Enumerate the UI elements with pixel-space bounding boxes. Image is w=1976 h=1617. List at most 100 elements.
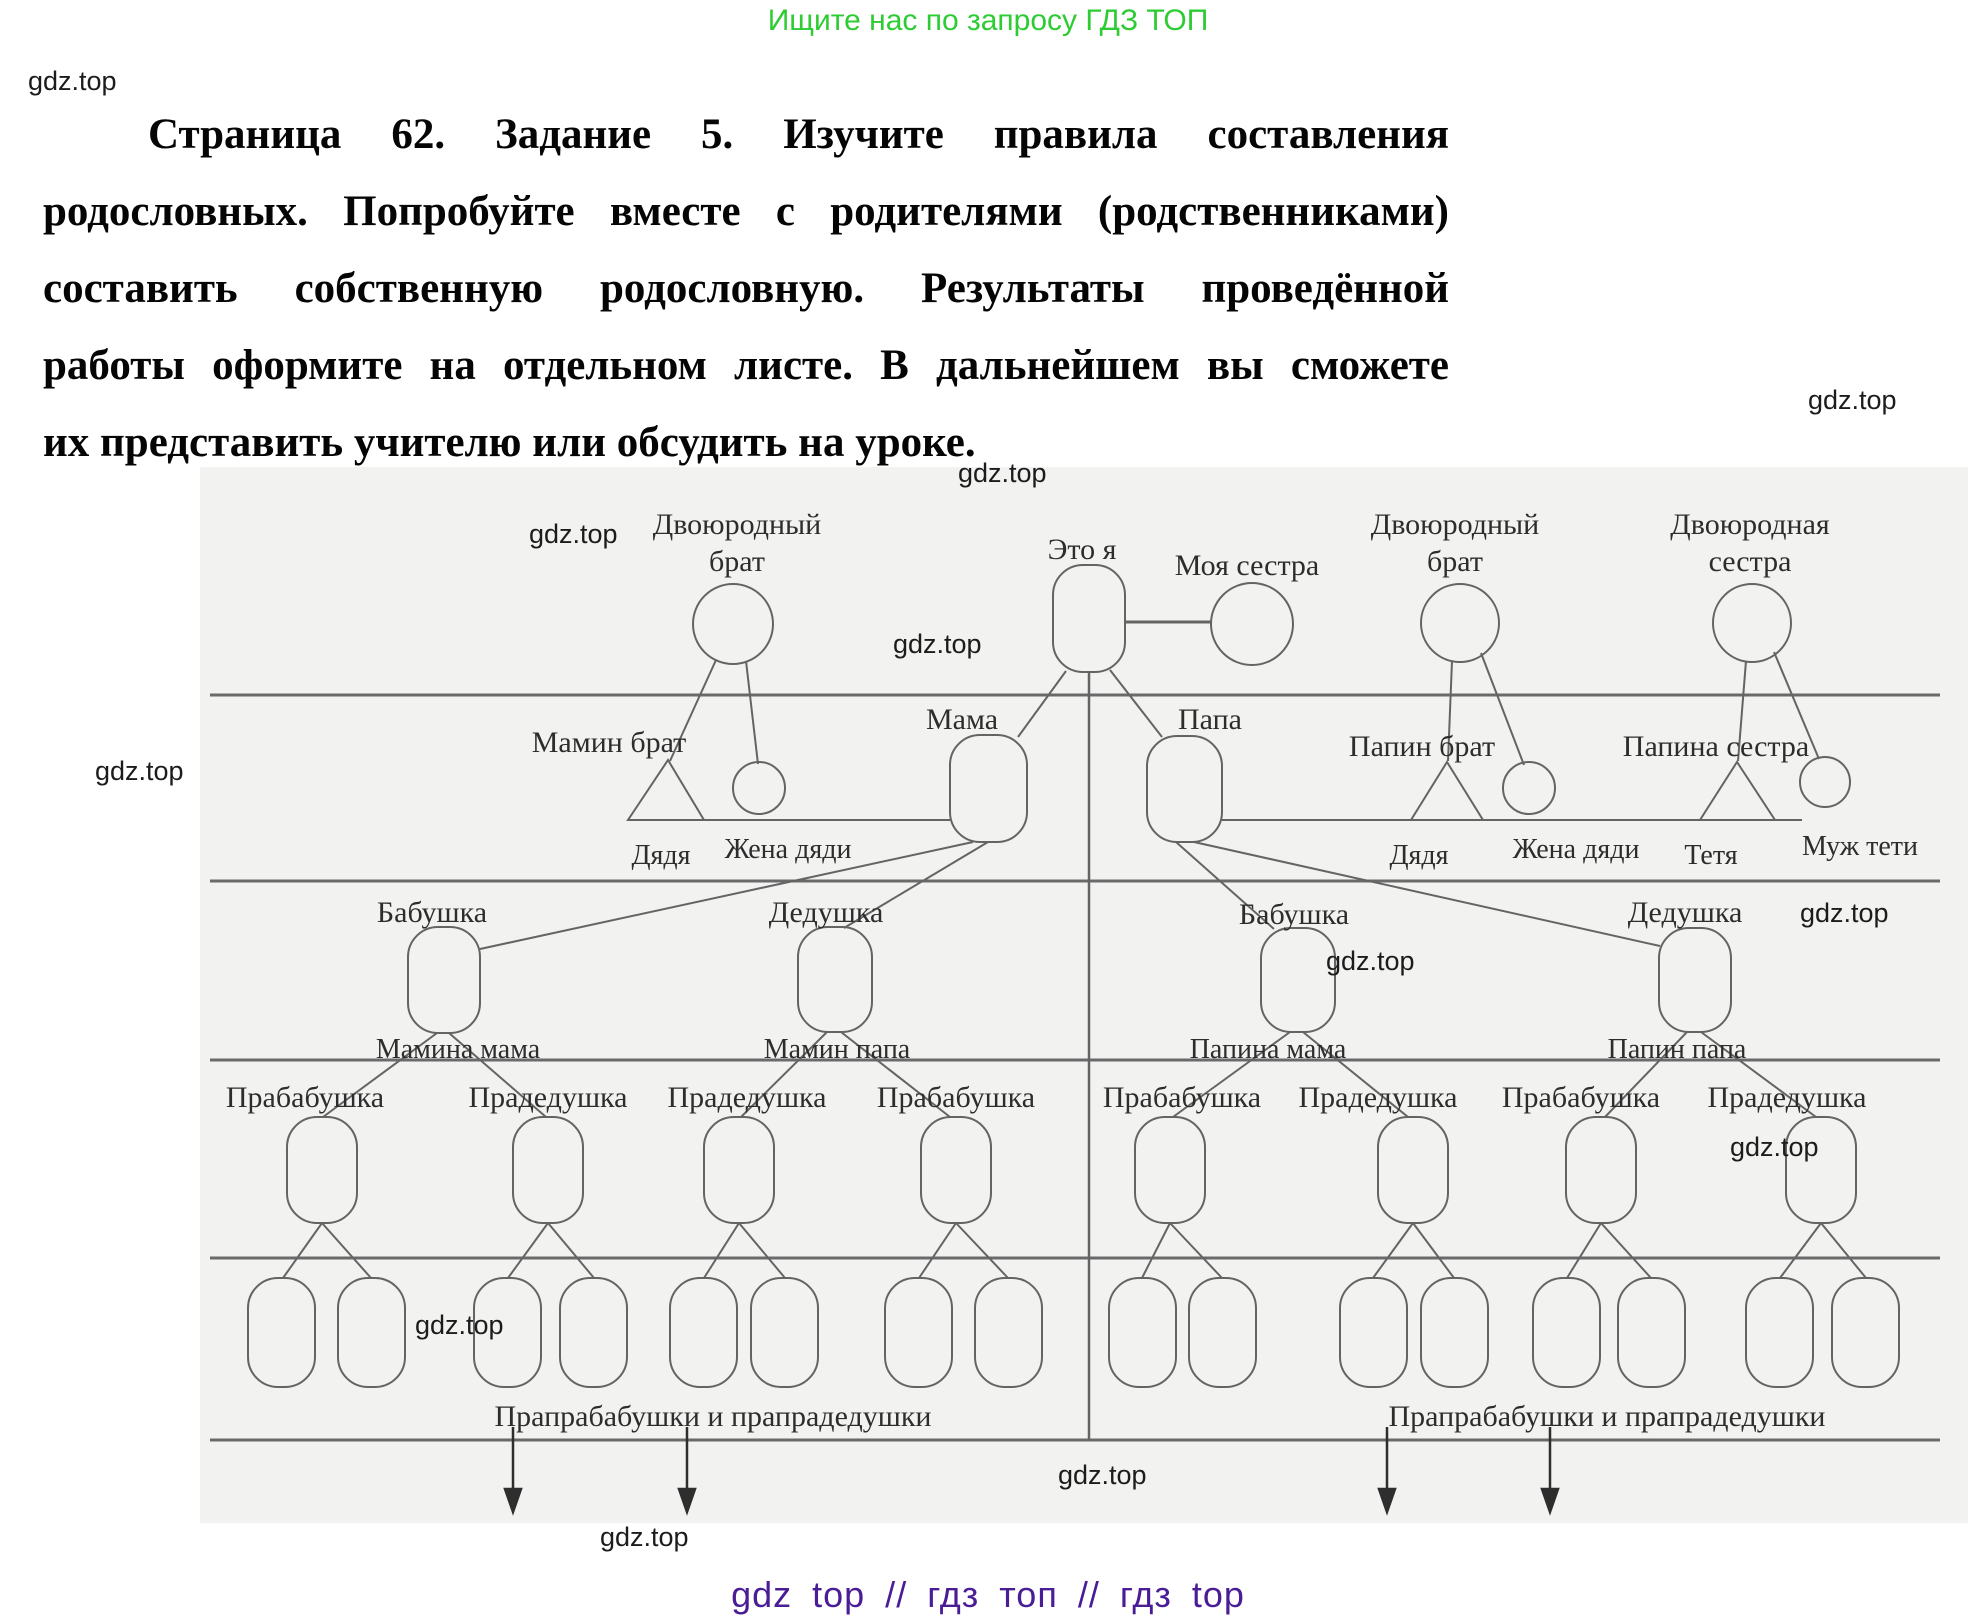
- footer-keywords: gdz top // гдз топ // гдз top: [731, 1574, 1245, 1615]
- person-nodes: [247, 564, 1900, 1388]
- node-great-grandparent: [1377, 1116, 1449, 1224]
- node-great-great-grandparent: [247, 1277, 316, 1388]
- label-moms-brother: Мамин брат: [531, 726, 687, 759]
- node-grandpa-paternal: [1658, 927, 1732, 1033]
- node-great-grandparent: [1565, 1116, 1637, 1224]
- cousin-to-uncle-wife-line: [1480, 652, 1525, 766]
- node-uncle-wife-right: [1502, 761, 1556, 815]
- label-moms-dad: Мамин папа: [763, 1034, 911, 1065]
- watermark: gdz.top: [28, 66, 117, 96]
- mom-to-grandpa-line: [843, 841, 989, 929]
- watermark: gdz.top: [415, 1310, 504, 1340]
- watermark: gdz.top: [958, 458, 1047, 488]
- node-cousin-sister-right: [1712, 583, 1792, 663]
- label-dads-dad: Папин папа: [1607, 1034, 1747, 1065]
- label-great-grandpa: Прадедушка: [1298, 1081, 1458, 1114]
- label-grandpa-maternal: Дедушка: [768, 896, 884, 929]
- ancestor-line: [321, 1222, 372, 1279]
- ancestor-line: [1566, 1222, 1602, 1279]
- watermark: gdz.top: [600, 1522, 689, 1552]
- node-great-grandparent: [703, 1116, 775, 1224]
- node-great-great-grandparent: [750, 1277, 819, 1388]
- label-great-grandma: Прабабушка: [225, 1081, 385, 1114]
- node-me: [1052, 564, 1126, 673]
- node-my-sister: [1210, 582, 1294, 666]
- node-cousin-brother-right: [1420, 583, 1500, 663]
- node-great-great-grandparent: [884, 1277, 953, 1388]
- task-line: их представить учителю или обсудить на у…: [43, 419, 976, 466]
- node-great-great-grandparent: [974, 1277, 1043, 1388]
- down-arrow-icon: [677, 1487, 697, 1516]
- label-uncle-wife-left: Жена дяди: [724, 834, 852, 865]
- node-great-great-grandparent: [669, 1277, 738, 1388]
- label-great-grandpa: Прадедушка: [1707, 1081, 1867, 1114]
- cousin-to-aunt-line: [1737, 660, 1747, 762]
- node-great-great-grandparent: [559, 1277, 628, 1388]
- label-uncle-left: Дядя: [631, 840, 691, 871]
- cousin-to-aunt-husband-line: [1773, 651, 1820, 760]
- node-grandma-maternal: [407, 926, 481, 1034]
- label-cousin-brother-right: Двоюродный брат: [1370, 508, 1540, 578]
- node-aunt: [1698, 760, 1777, 821]
- node-cousin-brother-left: [692, 583, 774, 665]
- ancestor-line: [282, 1222, 323, 1279]
- down-arrow-icon: [503, 1487, 523, 1516]
- label-dad: Папа: [1178, 703, 1242, 736]
- watermark: gdz.top: [1730, 1132, 1819, 1162]
- node-great-great-grandparent: [1745, 1277, 1814, 1388]
- node-aunt-husband: [1799, 756, 1851, 808]
- watermark: gdz.top: [95, 756, 184, 786]
- node-great-great-grandparent: [1617, 1277, 1686, 1388]
- cousin-to-uncle-wife-line: [745, 660, 759, 765]
- dad-to-grandma-line: [1175, 841, 1275, 930]
- node-great-grandparent: [512, 1116, 584, 1224]
- task-line: родословных. Попробуйте вместе с родител…: [43, 188, 1449, 235]
- ancestor-line: [840, 1031, 951, 1118]
- node-uncle-wife-left: [732, 761, 786, 815]
- down-arrow-icon: [1377, 1487, 1397, 1516]
- task-paragraph: Страница 62. Задание 5. Изучите правила …: [43, 96, 1449, 481]
- label-moms-mom: Мамина мама: [375, 1034, 541, 1065]
- promo-header: Ищите нас по запросу ГДЗ ТОП: [767, 4, 1209, 37]
- label-aunt-husband: Муж тети: [1801, 831, 1919, 862]
- ancestor-line: [322, 1032, 438, 1118]
- label-grandpa-paternal: Дедушка: [1627, 896, 1743, 929]
- ancestor-line: [507, 1222, 549, 1279]
- ancestor-line: [918, 1222, 957, 1279]
- label-cousin-brother-left: Двоюродный брат: [652, 508, 822, 578]
- ancestor-line: [1172, 1031, 1291, 1118]
- ancestor-line: [1412, 1222, 1455, 1279]
- me-to-mom-line: [1017, 670, 1067, 738]
- node-great-great-grandparent: [473, 1277, 542, 1388]
- task-line: работы оформите на отдельном листе. В да…: [43, 342, 1449, 389]
- node-great-grandparent: [920, 1116, 992, 1224]
- generation-separator-lines: [210, 693, 1940, 1442]
- node-grandpa-maternal: [797, 926, 873, 1033]
- continue-arrows: [503, 1427, 1560, 1516]
- node-great-great-grandparent: [1532, 1277, 1601, 1388]
- label-grandma-maternal: Бабушка: [376, 896, 488, 929]
- dad-to-grandpa-line: [1193, 841, 1661, 947]
- watermark: gdz.top: [1326, 946, 1415, 976]
- node-great-great-grandparent: [1420, 1277, 1489, 1388]
- node-great-great-grandparent: [1831, 1277, 1900, 1388]
- label-grandma-paternal: Бабушка: [1238, 898, 1350, 931]
- ancestor-line: [1169, 1222, 1223, 1279]
- node-great-great-grandparent: [337, 1277, 406, 1388]
- label-great-grandma: Прабабушка: [1501, 1081, 1661, 1114]
- label-mom: Мама: [925, 703, 999, 736]
- label-great-great-grandparents-left: Прапрабабушки и прапрадедушки: [494, 1400, 932, 1433]
- label-great-great-grandparents-right: Прапрабабушки и прапрадедушки: [1388, 1400, 1826, 1433]
- node-great-great-grandparent: [1188, 1277, 1257, 1388]
- node-uncle-left: [626, 758, 706, 821]
- label-dads-mom: Папина мама: [1189, 1034, 1347, 1065]
- watermark: gdz.top: [529, 519, 618, 549]
- node-great-great-grandparent: [1339, 1277, 1408, 1388]
- watermark: gdz.top: [1800, 898, 1889, 928]
- ancestor-line: [1700, 1031, 1817, 1118]
- ancestor-line: [738, 1222, 786, 1279]
- node-great-grandparent: [286, 1116, 358, 1224]
- ancestor-line: [448, 1032, 547, 1118]
- node-great-grandparent: [1134, 1116, 1206, 1224]
- ancestor-line: [547, 1222, 595, 1279]
